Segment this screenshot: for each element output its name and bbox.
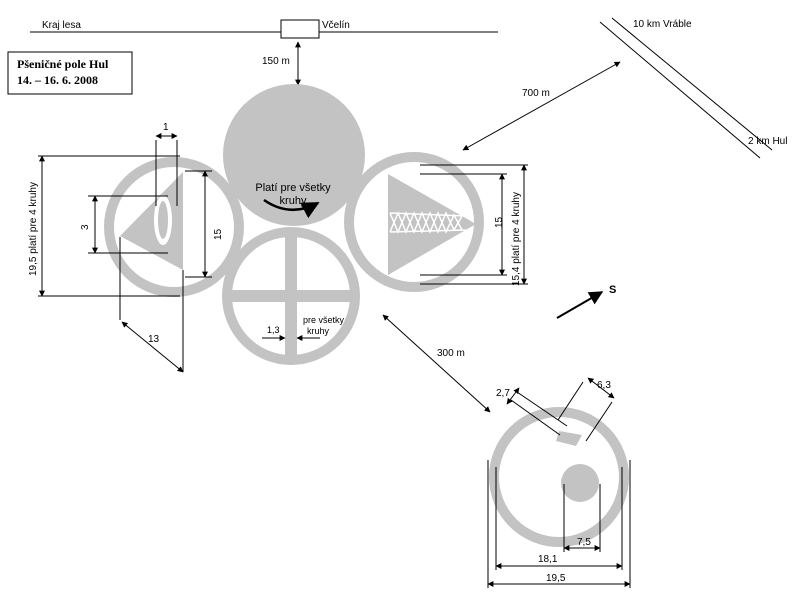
solid-circle-top: Platí pre všetky kruhy xyxy=(223,84,365,226)
title-line-1: Pšeničné pole Hul xyxy=(17,57,109,71)
dim-left-3: 3 xyxy=(80,224,91,230)
cross-note-label-1: pre všetky xyxy=(303,315,345,325)
north-arrow: S xyxy=(556,284,616,319)
roads: 10 km Vráble 2 km Hul xyxy=(599,17,787,159)
cross-note-label-2: kruhy xyxy=(307,326,330,336)
dim-left-15: 15 xyxy=(213,228,224,240)
road-vrable-label: 10 km Vráble xyxy=(633,19,692,30)
title-line-2: 14. – 16. 6. 2008 xyxy=(17,73,98,87)
road-hul-label: 2 km Hul xyxy=(748,136,787,147)
ring-left-triangle: 1 3 15 19,5 platí pre 4 kruhy 13 xyxy=(28,122,244,373)
north-marker-label: S xyxy=(609,284,616,296)
distance-300-label: 300 m xyxy=(437,348,465,359)
apiary: Včelín 150 m xyxy=(262,19,350,86)
ring-bottom: 2,7 6,3 7,5 18,1 19,5 xyxy=(487,377,631,588)
distance-700: 700 m xyxy=(462,61,621,151)
ring-right-triangle: 15 15,4 platí pre 4 kruhy xyxy=(344,152,528,292)
dim-bottom-19-5: 19,5 xyxy=(546,573,566,584)
apiary-distance-label: 150 m xyxy=(262,56,290,67)
dim-left-13: 13 xyxy=(148,334,160,345)
dim-right-outer: 15,4 platí pre 4 kruhy xyxy=(511,192,522,286)
dim-bottom-6-3: 6,3 xyxy=(597,380,611,391)
forest-edge-label: Kraj lesa xyxy=(42,20,81,31)
dim-left-outer: 19,5 platí pre 4 kruhy xyxy=(28,182,39,276)
dim-bottom-2-7: 2,7 xyxy=(496,388,510,399)
dim-right-15: 15 xyxy=(494,216,505,228)
dim-left-1: 1 xyxy=(163,122,169,133)
title-box: Pšeničné pole Hul 14. – 16. 6. 2008 xyxy=(7,51,133,95)
dim-cross-1-3: 1,3 xyxy=(267,325,280,335)
distance-300: 300 m xyxy=(382,314,491,413)
forest-edge: Kraj lesa xyxy=(30,20,498,33)
distance-700-label: 700 m xyxy=(522,88,550,99)
dim-bottom-7-5: 7,5 xyxy=(577,537,591,548)
ring-middle-cross: 1,3 pre všetky kruhy xyxy=(222,227,360,365)
dim-bottom-18-1: 18,1 xyxy=(538,554,558,565)
applies-all-label-2: kruhy xyxy=(280,195,307,207)
apiary-label: Včelín xyxy=(322,20,350,31)
applies-all-label-1: Platí pre všetky xyxy=(255,182,331,194)
